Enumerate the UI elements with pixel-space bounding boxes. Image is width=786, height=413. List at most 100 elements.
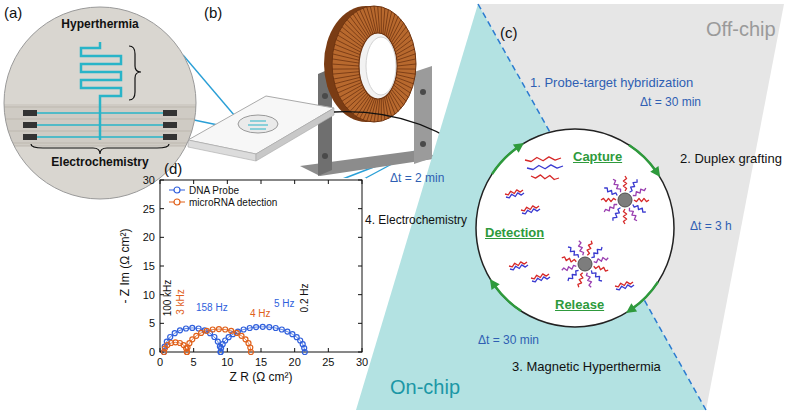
label: 30 xyxy=(356,356,368,369)
tick xyxy=(227,180,228,184)
coil-winding xyxy=(350,93,367,112)
tick xyxy=(362,348,363,352)
dna-strand xyxy=(586,273,591,288)
electrode-pad xyxy=(23,110,37,116)
label: (c) xyxy=(500,24,518,41)
label: - Z Im (Ω cm²) xyxy=(119,229,133,304)
cycle-arrow xyxy=(632,282,658,309)
data-point xyxy=(168,335,173,340)
tick xyxy=(160,237,164,238)
data-point xyxy=(229,328,234,333)
label: 25 xyxy=(322,356,334,369)
nanoparticle xyxy=(578,257,592,271)
arrow-head xyxy=(490,279,500,290)
data-point xyxy=(279,327,284,332)
coil-winding xyxy=(333,54,360,60)
arrow-head xyxy=(650,166,660,177)
dna-strand xyxy=(506,193,524,198)
dna-strand xyxy=(579,241,584,256)
label: 10 xyxy=(143,288,155,301)
dna-strand xyxy=(594,266,609,271)
heater-meander xyxy=(81,42,121,140)
coil-winding xyxy=(397,72,416,74)
coil-winding xyxy=(381,99,382,122)
data-point xyxy=(215,339,220,344)
process-cycle: CaptureDetectionRelease xyxy=(475,128,675,328)
shape xyxy=(3,6,197,200)
label: 15 xyxy=(143,260,155,273)
coil-winding xyxy=(353,14,369,38)
label: Z R (Ω cm²) xyxy=(230,371,293,385)
electrode-pad xyxy=(163,134,177,140)
arrow-head xyxy=(513,143,524,153)
label: 20 xyxy=(143,231,155,244)
legend-text: DNA Probe xyxy=(189,185,239,196)
data-point xyxy=(273,326,278,331)
coil-winding xyxy=(396,77,414,84)
legend-sample xyxy=(168,185,186,195)
data-point xyxy=(248,350,253,355)
label: 15 xyxy=(255,356,267,369)
dna-strand xyxy=(630,179,638,192)
coil-winding xyxy=(370,6,376,33)
coil-winding xyxy=(397,64,416,66)
tick xyxy=(160,208,164,209)
dna-strand xyxy=(591,270,602,281)
coil-winding xyxy=(383,98,385,120)
data-point xyxy=(184,326,189,331)
dna-strand xyxy=(591,247,602,258)
label: 2. Duplex grafting xyxy=(680,152,782,167)
coil-winding xyxy=(332,64,359,66)
coil-winding xyxy=(397,59,416,63)
coil-winding xyxy=(332,68,359,69)
dna-strand xyxy=(531,175,559,180)
coil-winding xyxy=(353,95,369,115)
chip-photo-content xyxy=(3,6,197,200)
coil-winding xyxy=(378,6,380,33)
shape xyxy=(3,143,197,144)
coil-winding xyxy=(396,44,414,55)
label: Δt = 30 min xyxy=(640,96,701,110)
label: 4 Hz xyxy=(250,308,271,320)
label: 3. Magnetic Hyperthermia xyxy=(512,360,661,375)
legend-row: microRNA detection xyxy=(168,196,277,208)
tick xyxy=(358,323,362,324)
magnetic-coil xyxy=(324,6,416,122)
label: 0 xyxy=(157,356,163,369)
legend-text: microRNA detection xyxy=(189,197,277,208)
label: 1. Probe-target hybridization xyxy=(530,76,693,91)
nyquist-plot xyxy=(112,158,366,392)
dna-strand xyxy=(633,205,646,213)
label: 4. Electrochemistry xyxy=(365,214,467,228)
tick xyxy=(193,180,194,184)
coil-winding xyxy=(397,68,416,69)
tick xyxy=(160,180,164,181)
data-point xyxy=(216,327,221,332)
label: 30 xyxy=(143,174,155,187)
bracket xyxy=(129,46,141,100)
coil-winding xyxy=(344,23,364,43)
data-point xyxy=(234,330,239,335)
label: (b) xyxy=(204,4,222,21)
dna-strand xyxy=(532,277,550,282)
nanoparticle xyxy=(618,193,632,207)
dna-strand xyxy=(604,188,617,196)
legend-sample xyxy=(168,197,186,207)
node-text: Capture xyxy=(573,150,622,165)
region-fill xyxy=(356,4,706,410)
electrode-pad xyxy=(163,110,177,116)
tick xyxy=(227,348,228,352)
tick xyxy=(358,208,362,209)
cycle-arrow xyxy=(494,285,521,311)
data-point xyxy=(302,350,307,355)
electrode-pad xyxy=(23,134,37,140)
dna-strand xyxy=(510,265,528,270)
coil-winding xyxy=(336,80,361,89)
dna-strand xyxy=(604,204,617,212)
dna-strand xyxy=(568,247,579,258)
coil-winding xyxy=(386,96,392,117)
label: 10 xyxy=(221,356,233,369)
data-point xyxy=(254,325,259,330)
coil-winding xyxy=(374,99,378,122)
